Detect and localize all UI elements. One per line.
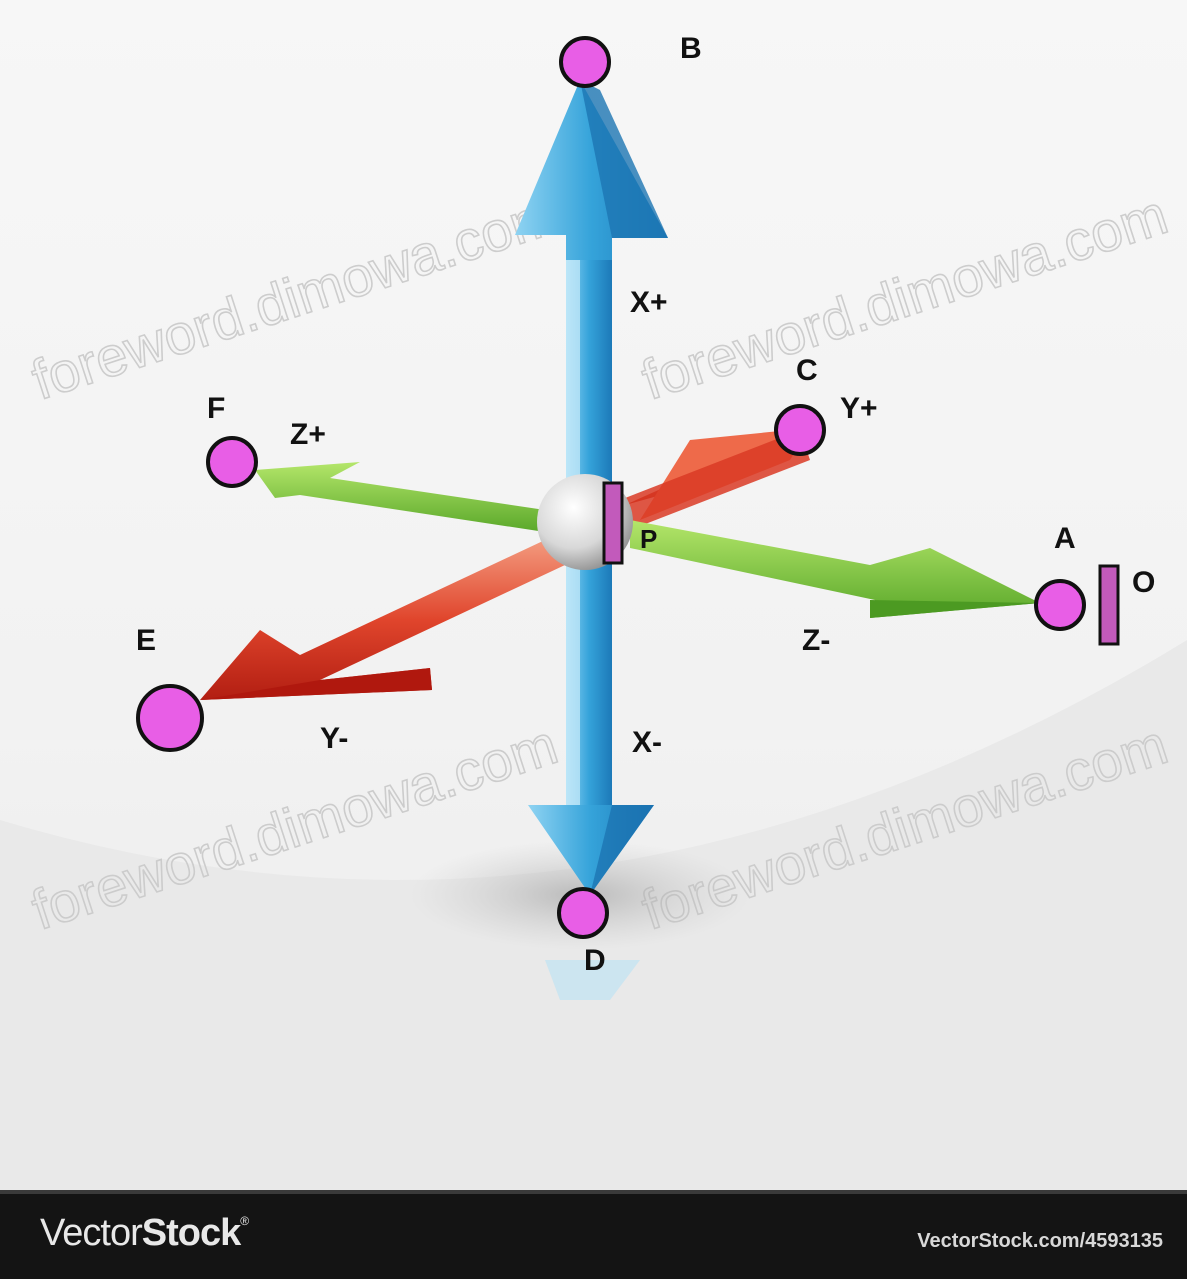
label-z-plus: Z+ [290,418,326,451]
footer-url: VectorStock.com/4593135 [917,1230,1163,1252]
watermark-2: foreword.dimowa.com [634,182,1174,411]
vectorstock-logo: VectorStock® [40,1212,249,1255]
point-f-dot [206,436,258,488]
label-a: A [1054,522,1076,555]
brand-bold: Stock [141,1212,241,1254]
label-y-plus: Y+ [840,392,878,425]
point-a-dot [1034,579,1086,631]
axis-diagram: foreword.dimowa.com foreword.dimowa.com … [0,32,1187,1190]
brand-light: Vector [40,1212,143,1254]
label-o: O [1132,566,1155,599]
shadow-arrow-tip [545,960,640,1000]
point-b-dot [559,36,611,88]
label-x-plus: X+ [630,286,668,319]
label-y-minus: Y- [320,722,348,755]
label-e: E [136,624,156,657]
point-d-dot [557,887,609,939]
footer-bar: VectorStock® VectorStock.com/4593135 [0,1190,1187,1279]
label-f: F [207,392,225,425]
brand-mark: ® [240,1214,249,1228]
label-b: B [680,32,702,65]
z-axis-arrow [255,462,1040,618]
watermark-1: foreword.dimowa.com [24,182,564,411]
point-e-dot [136,684,204,752]
footer-divider [0,1190,1187,1194]
label-c: C [796,354,818,387]
label-d: D [584,944,606,977]
marker-o-bar [1098,564,1120,646]
marker-p-bar [602,481,624,565]
diagram-canvas: foreword.dimowa.com foreword.dimowa.com … [0,0,1187,1190]
y-axis-arrow [200,428,810,700]
label-x-minus: X- [632,726,662,759]
label-z-minus: Z- [802,624,830,657]
point-c-dot [774,404,826,456]
label-p: P [640,524,657,554]
